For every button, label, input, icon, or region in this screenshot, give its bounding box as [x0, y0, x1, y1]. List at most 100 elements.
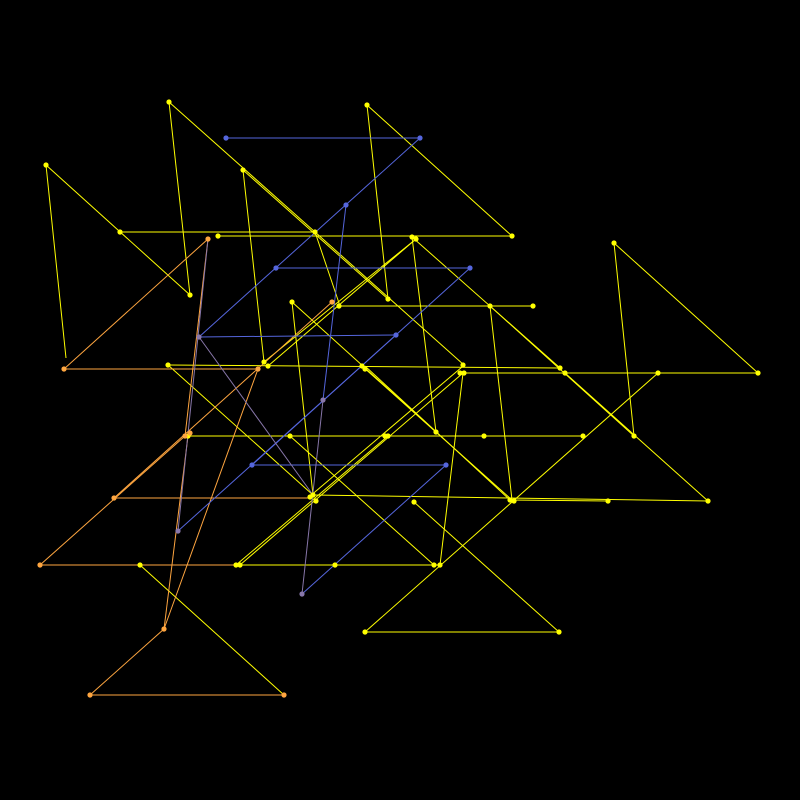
edge-blue-54	[198, 137, 421, 338]
edge-yellow-27	[413, 501, 560, 633]
node-yellow-17	[261, 359, 267, 365]
node-yellow-41	[507, 497, 513, 503]
node-yellow-21	[362, 366, 368, 372]
node-yellow-18	[265, 363, 271, 369]
node-yellow-29	[433, 429, 439, 435]
node-orange-60	[37, 562, 43, 568]
node-yellow-6	[409, 234, 415, 240]
node-yellow-47	[332, 562, 338, 568]
node-yellow-19	[165, 362, 171, 368]
edge-yellow-41	[308, 366, 463, 498]
node-blue-70	[443, 462, 449, 468]
node-orange-63	[281, 692, 287, 698]
node-yellow-44	[705, 498, 711, 504]
node-yellow-45	[431, 562, 437, 568]
node-yellow-36	[631, 433, 637, 439]
node-yellow-4	[117, 229, 123, 235]
edge-yellow-37	[263, 238, 417, 363]
node-yellow-42	[511, 498, 517, 504]
edge-yellow-26	[509, 499, 609, 502]
edge-orange-50	[113, 301, 333, 499]
node-yellow-50	[137, 562, 143, 568]
edge-yellow-20	[489, 305, 635, 437]
node-yellow-35	[580, 433, 586, 439]
node-yellow-15	[487, 303, 493, 309]
node-yellow-14	[336, 303, 342, 309]
node-yellow-13	[289, 299, 295, 305]
node-blue-65	[417, 135, 423, 141]
node-orange-56	[255, 366, 261, 372]
edge-yellow-4	[45, 164, 191, 296]
node-yellow-33	[385, 433, 391, 439]
edge-blue-61	[301, 464, 447, 595]
node-yellow-52	[556, 629, 562, 635]
node-yellow-48	[233, 562, 239, 568]
node-yellow-24	[461, 370, 467, 376]
edge-yellow-19	[489, 305, 513, 501]
edge-yellow-3	[45, 164, 67, 359]
node-blue-68	[467, 265, 473, 271]
node-yellow-3	[240, 167, 246, 173]
node-yellow-1	[364, 102, 370, 108]
edge-yellow-1	[168, 101, 316, 233]
node-yellow-28	[755, 370, 761, 376]
edge-blue_orange_mix-62	[198, 336, 314, 496]
edge-yellow-33	[239, 372, 464, 566]
node-yellow-49	[237, 562, 243, 568]
node-blue_orange_mix-73	[320, 397, 326, 403]
node-yellow-25	[557, 365, 563, 371]
node-yellow-46	[437, 562, 443, 568]
node-blue_orange_mix-72	[196, 334, 202, 340]
edge-yellow-14	[411, 236, 561, 369]
node-yellow-34	[481, 433, 487, 439]
node-orange-61	[161, 626, 167, 632]
edge-blue-59	[177, 334, 397, 532]
node-yellow-39	[313, 498, 319, 504]
edge-orange-52	[163, 368, 259, 630]
edge-yellow-29	[364, 372, 659, 633]
node-yellow-22	[460, 362, 466, 368]
node-yellow-16	[530, 303, 536, 309]
edge-yellow-6	[366, 104, 513, 237]
edge-yellow-38	[267, 238, 417, 367]
node-yellow-26	[562, 370, 568, 376]
edge-yellow-10	[613, 242, 635, 437]
node-yellow-0	[166, 99, 172, 105]
node-yellow-23	[457, 370, 463, 376]
edge-blue-58	[198, 334, 397, 338]
edge-orange-42	[63, 238, 209, 370]
node-blue-71	[249, 462, 255, 468]
edge-yellow-8	[242, 169, 265, 363]
node-yellow-31	[287, 433, 293, 439]
node-orange-57	[182, 433, 188, 439]
node-blue_orange_mix-75	[299, 591, 305, 597]
node-yellow-27	[655, 370, 661, 376]
edge-orange-45	[39, 435, 186, 566]
node-yellow-12	[385, 296, 391, 302]
node-blue-67	[273, 265, 279, 271]
node-yellow-9	[509, 233, 515, 239]
edge-yellow-0	[168, 101, 191, 296]
node-yellow-38	[307, 494, 313, 500]
node-yellow-11	[187, 292, 193, 298]
node-yellow-10	[611, 240, 617, 246]
node-orange-54	[329, 299, 335, 305]
nodes-group	[37, 99, 761, 698]
edge-yellow-30	[439, 372, 464, 566]
node-blue-64	[223, 135, 229, 141]
edge-orange-48	[89, 628, 165, 696]
edge-yellow-22	[167, 364, 314, 496]
node-orange-55	[61, 366, 67, 372]
edge-yellow-39	[289, 435, 435, 566]
edge-yellow-11	[613, 242, 759, 374]
node-yellow-7	[413, 236, 419, 242]
edge-yellow-32	[139, 564, 285, 696]
node-orange-59	[111, 495, 117, 501]
node-orange-53	[205, 236, 211, 242]
node-yellow-40	[411, 499, 417, 505]
node-blue-69	[393, 332, 399, 338]
node-yellow-8	[215, 233, 221, 239]
node-blue-66	[343, 202, 349, 208]
node-yellow-43	[605, 498, 611, 504]
